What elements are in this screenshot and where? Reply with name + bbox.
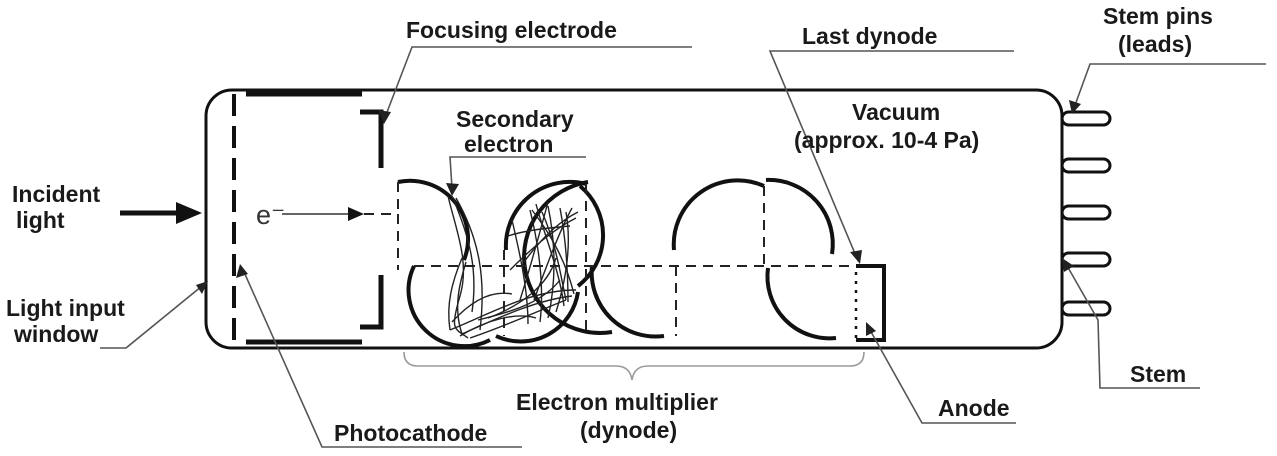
label-anode: Anode [938, 395, 1010, 421]
incident-light-arrow [120, 202, 202, 224]
label-stem-pins: Stem pins [1103, 3, 1213, 29]
stem-pin [1060, 251, 1112, 268]
dynode-8 [765, 267, 837, 341]
stem-pin [1060, 300, 1112, 317]
stem-pin [1060, 157, 1112, 174]
tube-envelope [204, 88, 1064, 350]
last-dynode [856, 264, 886, 342]
stem-pin [1060, 204, 1112, 221]
label-electron-multiplier: Electron multiplier [516, 389, 718, 415]
dynode-6 [589, 265, 665, 339]
dynode-4 [522, 180, 613, 335]
focusing-electrode [246, 91, 384, 345]
label-secondary-electron: Secondary [456, 106, 574, 132]
leader-lines [100, 46, 1266, 448]
label-focusing-electrode: Focusing electrode [406, 17, 617, 43]
label-last-dynode: Last dynode [802, 23, 937, 49]
label-stem: Stem [1130, 361, 1186, 387]
dynode-7 [765, 177, 835, 255]
label-electron-multiplier-dynode: (dynode) [580, 417, 677, 443]
dynode-2 [406, 265, 491, 349]
label-incident-light-2: light [16, 207, 65, 233]
label-photocathode: Photocathode [334, 420, 487, 446]
label-vacuum-pressure: (approx. 10-4 Pa) [794, 127, 979, 153]
secondary-electron-trajectories [447, 195, 579, 339]
dynode-5 [671, 178, 765, 251]
electron-path [282, 207, 398, 221]
label-light-input-window: Light input [6, 295, 125, 321]
label-stem-pins-leads: (leads) [1118, 31, 1192, 57]
label-light-input-window-2: window [13, 321, 98, 347]
dynode-3 [503, 179, 587, 251]
label-electron-symbol: e⁻ [256, 200, 285, 230]
stem-pins [1060, 110, 1112, 317]
label-incident-light: Incident [12, 181, 101, 207]
dynode-1 [397, 178, 470, 261]
electron-multiplier-brace [403, 351, 865, 381]
label-secondary-electron-2: electron [464, 131, 553, 157]
stem-pin [1060, 110, 1112, 127]
label-vacuum: Vacuum [852, 99, 940, 125]
